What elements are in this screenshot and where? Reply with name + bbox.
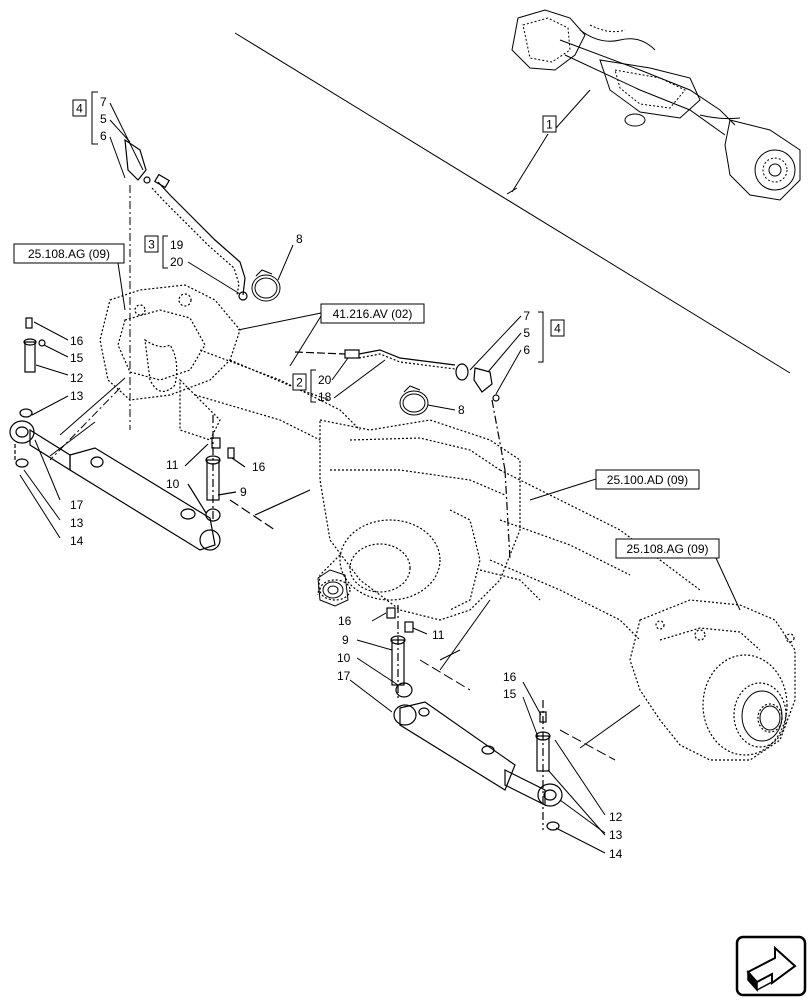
kit-4-right-item-5: 5 <box>523 326 530 340</box>
ref-steering-knuckle-right[interactable]: 25.108.AG (09) <box>615 538 741 611</box>
mid-pin-group <box>184 415 311 531</box>
callout-right-13: 13 <box>609 828 623 842</box>
callout-low-11: 11 <box>432 628 445 642</box>
pinion-flange <box>317 569 349 607</box>
clamp-mid-callout: 8 <box>458 403 465 417</box>
kit-1-callout: 1 <box>506 89 591 195</box>
callout-mid-9: 9 <box>240 485 247 499</box>
callout-left-15: 15 <box>70 351 84 365</box>
svg-text:25.100.AD (09): 25.100.AD (09) <box>607 473 688 487</box>
svg-text:25.108.AG (09): 25.108.AG (09) <box>28 247 110 261</box>
kit-4-right-label: 4 <box>554 322 561 336</box>
callout-low-17: 17 <box>337 669 351 683</box>
kit-4-top-label: 4 <box>76 102 83 116</box>
kit-1-label: 1 <box>546 118 553 132</box>
callout-left-17: 17 <box>70 498 84 512</box>
kit-4-top-item-5: 5 <box>100 112 107 126</box>
steering-line-middle <box>294 349 511 561</box>
callout-low-10: 10 <box>337 651 351 665</box>
callout-left-12: 12 <box>70 371 84 385</box>
ref-steering-lines[interactable]: 41.216.AV (02) <box>237 303 425 367</box>
kit-2-item-20: 20 <box>318 373 332 387</box>
mid-pin-callouts: 11 16 10 9 <box>166 458 266 499</box>
kit-2-label: 2 <box>296 376 303 390</box>
kit-2: 2 20 18 <box>292 357 386 404</box>
kit-4-top-item-6: 6 <box>100 129 107 143</box>
hub-gear <box>741 690 783 742</box>
svg-text:41.216.AV (02): 41.216.AV (02) <box>333 307 413 321</box>
axle-inset-image <box>511 9 801 201</box>
kit-4-right-item-7: 7 <box>523 309 530 323</box>
left-cylinder-leaders <box>19 321 126 539</box>
callout-low-9: 9 <box>342 633 349 647</box>
callout-left-16: 16 <box>70 334 84 348</box>
callout-left-14: 14 <box>70 534 84 548</box>
callout-mid-10: 10 <box>166 477 180 491</box>
callout-right-16: 16 <box>503 670 517 684</box>
svg-text:25.108.AG (09): 25.108.AG (09) <box>626 542 708 556</box>
callout-low-16: 16 <box>338 614 352 628</box>
hose-clamp-middle: 8 <box>399 385 465 417</box>
callout-left-13: 13 <box>70 389 84 403</box>
callout-left-13b: 13 <box>70 516 84 530</box>
kit-3: 3 19 20 <box>144 235 241 295</box>
ref-axle-housing[interactable]: 25.100.AD (09) <box>529 469 700 501</box>
callout-right-14: 14 <box>609 847 623 861</box>
next-page-arrow-icon[interactable] <box>735 935 807 997</box>
lower-callouts: 16 11 9 10 17 16 15 12 13 14 <box>337 614 623 861</box>
clamp-top-callout: 8 <box>296 232 303 246</box>
separator-line <box>234 32 791 374</box>
callout-right-15: 15 <box>503 687 517 701</box>
kit-3-item-19: 19 <box>170 238 184 252</box>
kit-3-label: 3 <box>148 238 155 252</box>
kit-3-item-20: 20 <box>170 255 184 269</box>
kit-4-top-item-7: 7 <box>100 95 107 109</box>
kit-4-right-item-6: 6 <box>523 343 530 357</box>
hose-clamp-top: 8 <box>251 232 303 302</box>
kit-4-right: 4 7 5 6 <box>469 309 565 395</box>
callout-mid-11: 11 <box>166 458 179 472</box>
axle-housing <box>99 284 796 761</box>
steering-line-upper <box>124 138 248 301</box>
lower-leaders <box>349 599 641 854</box>
steering-cylinder-right <box>386 605 563 831</box>
steering-cylinder-left <box>9 317 221 551</box>
kit-2-item-18: 18 <box>318 390 332 404</box>
left-cylinder-callouts: 16 15 12 13 17 13 14 <box>70 334 84 548</box>
callout-right-12: 12 <box>609 810 623 824</box>
ref-steering-knuckle-left[interactable]: 25.108.AG (09) <box>13 243 126 311</box>
kit-4-top: 4 7 5 6 <box>72 91 144 430</box>
callout-mid-16: 16 <box>252 460 266 474</box>
